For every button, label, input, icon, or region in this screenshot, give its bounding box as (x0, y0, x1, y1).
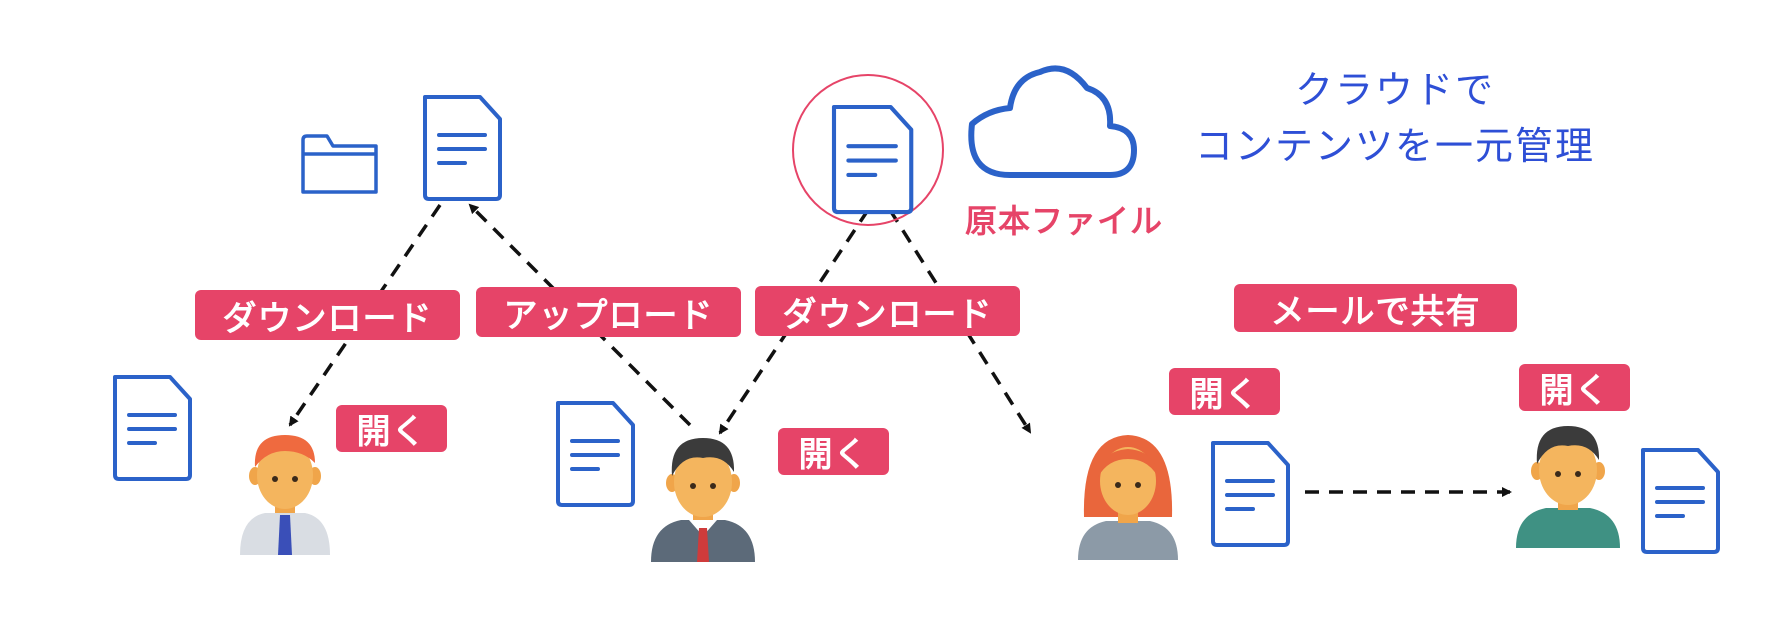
person-icon (651, 438, 755, 562)
person-icon (1516, 426, 1620, 548)
open-label: 開く (336, 405, 447, 452)
person-icon (1078, 435, 1178, 560)
cloud-caption-line1: クラウドで (1294, 68, 1495, 112)
download-label-center: ダウンロード (755, 286, 1020, 336)
cloud-caption: クラウドで コンテンツを一元管理 (1160, 62, 1630, 174)
original-file-label: 原本ファイル (965, 202, 1164, 240)
document-icon (423, 95, 502, 201)
open-label: 開く (778, 428, 889, 475)
person-icon (240, 435, 330, 555)
cloud-caption-line2: コンテンツを一元管理 (1194, 124, 1595, 168)
cloud-icon (968, 65, 1137, 178)
download-label-left: ダウンロード (195, 290, 460, 340)
arrows (288, 203, 1512, 497)
document-icon (834, 107, 911, 212)
open-label: 開く (1519, 364, 1630, 411)
document-icon (556, 401, 635, 507)
open-label: 開く (1169, 368, 1280, 415)
folder-icon (301, 134, 378, 194)
document-icon (113, 375, 192, 481)
document-icon (1211, 441, 1290, 547)
original-file-highlight (792, 74, 944, 226)
upload-label: アップロード (476, 287, 741, 337)
document-icon (1641, 448, 1720, 554)
share-by-mail-label: メールで共有 (1234, 284, 1517, 332)
